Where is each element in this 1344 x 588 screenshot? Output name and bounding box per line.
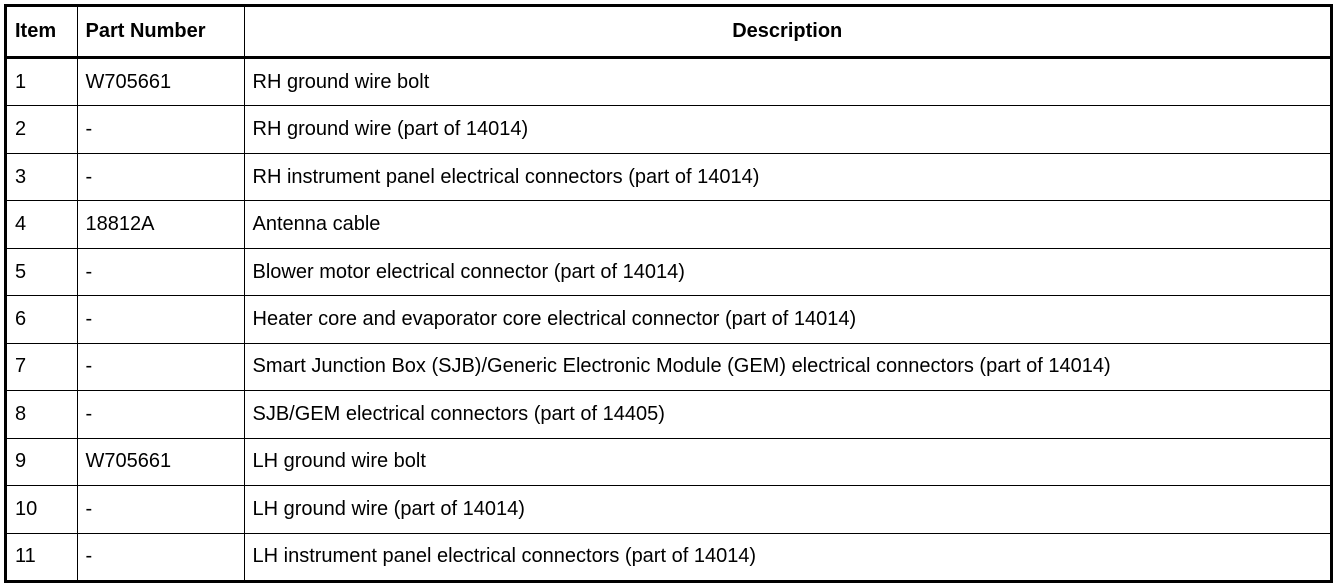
cell-description: Blower motor electrical connector (part … bbox=[243, 247, 1330, 297]
cell-item: 2 bbox=[7, 105, 78, 154]
header-row: Item Part Number Description bbox=[7, 7, 1330, 59]
cell-item: 3 bbox=[7, 152, 78, 202]
cell-item: 10 bbox=[7, 485, 78, 534]
table-header: Item Part Number Description bbox=[7, 7, 1330, 59]
cell-item: 11 bbox=[7, 532, 78, 580]
cell-part-number: - bbox=[76, 295, 245, 344]
table-row: 11 - LH instrument panel electrical conn… bbox=[7, 532, 1330, 580]
table-row: 6 - Heater core and evaporator core elec… bbox=[7, 295, 1330, 344]
cell-item: 4 bbox=[7, 200, 78, 249]
table-row: 2 - RH ground wire (part of 14014) bbox=[7, 105, 1330, 154]
cell-description: SJB/GEM electrical connectors (part of 1… bbox=[243, 390, 1330, 439]
cell-item: 6 bbox=[7, 295, 78, 344]
cell-item: 8 bbox=[7, 390, 78, 439]
cell-part-number: W705661 bbox=[76, 56, 245, 107]
cell-description: LH instrument panel electrical connector… bbox=[243, 532, 1330, 580]
cell-part-number: - bbox=[76, 247, 245, 297]
cell-part-number: - bbox=[76, 105, 245, 154]
cell-part-number: 18812A bbox=[76, 200, 245, 249]
cell-description: Heater core and evaporator core electric… bbox=[243, 295, 1330, 344]
table-row: 3 - RH instrument panel electrical conne… bbox=[7, 152, 1330, 202]
cell-item: 7 bbox=[7, 342, 78, 392]
cell-item: 5 bbox=[7, 247, 78, 297]
table-row: 10 - LH ground wire (part of 14014) bbox=[7, 485, 1330, 534]
cell-item: 9 bbox=[7, 437, 78, 487]
cell-description: Smart Junction Box (SJB)/Generic Electro… bbox=[243, 342, 1330, 392]
cell-description: LH ground wire (part of 14014) bbox=[243, 485, 1330, 534]
cell-description: RH ground wire bolt bbox=[243, 56, 1330, 107]
cell-part-number: W705661 bbox=[76, 437, 245, 487]
column-header-description: Description bbox=[243, 7, 1330, 59]
table-row: 5 - Blower motor electrical connector (p… bbox=[7, 247, 1330, 297]
cell-part-number: - bbox=[76, 532, 245, 580]
cell-description: RH ground wire (part of 14014) bbox=[243, 105, 1330, 154]
parts-legend-table: Item Part Number Description 1 W705661 R… bbox=[7, 7, 1330, 580]
parts-table-container: Item Part Number Description 1 W705661 R… bbox=[4, 4, 1333, 583]
table-row: 1 W705661 RH ground wire bolt bbox=[7, 56, 1330, 107]
cell-description: RH instrument panel electrical connector… bbox=[243, 152, 1330, 202]
table-row: 7 - Smart Junction Box (SJB)/Generic Ele… bbox=[7, 342, 1330, 392]
cell-item: 1 bbox=[7, 56, 78, 107]
column-header-item: Item bbox=[7, 7, 78, 59]
cell-part-number: - bbox=[76, 485, 245, 534]
cell-part-number: - bbox=[76, 342, 245, 392]
table-row: 8 - SJB/GEM electrical connectors (part … bbox=[7, 390, 1330, 439]
cell-description: Antenna cable bbox=[243, 200, 1330, 249]
table-body: 1 W705661 RH ground wire bolt 2 - RH gro… bbox=[7, 56, 1330, 580]
cell-description: LH ground wire bolt bbox=[243, 437, 1330, 487]
table-row: 4 18812A Antenna cable bbox=[7, 200, 1330, 249]
table-row: 9 W705661 LH ground wire bolt bbox=[7, 437, 1330, 487]
cell-part-number: - bbox=[76, 152, 245, 202]
column-header-part-number: Part Number bbox=[76, 7, 245, 59]
cell-part-number: - bbox=[76, 390, 245, 439]
